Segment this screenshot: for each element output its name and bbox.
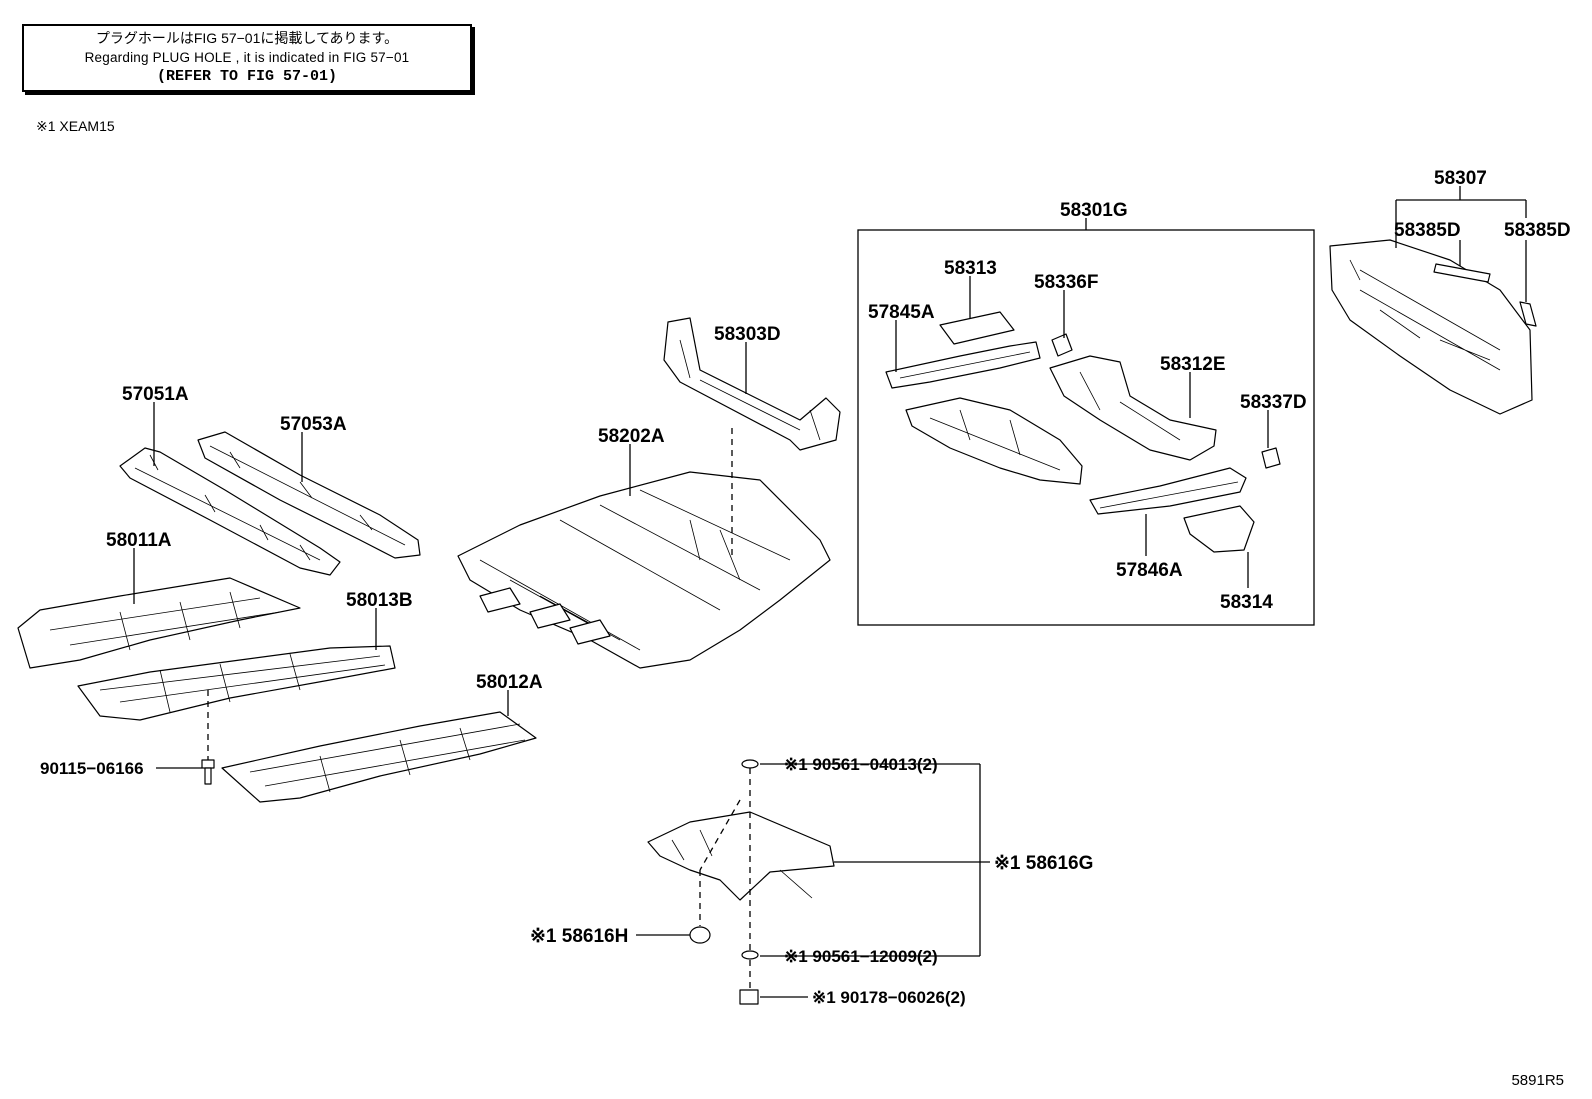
- label-57846A: 57846A: [1116, 560, 1183, 581]
- part-58385D-bracket-b-shape[interactable]: [1519, 301, 1537, 327]
- part-57846A-shape[interactable]: [1089, 467, 1247, 515]
- part-58616G-shape[interactable]: [647, 811, 835, 901]
- label-58385D-a: 58385D: [1394, 220, 1461, 241]
- label-58301G: 58301G: [1060, 200, 1128, 221]
- part-58313-shape[interactable]: [939, 311, 1015, 345]
- part-58336F-shape[interactable]: [1051, 333, 1073, 357]
- figure-code: 5891R5: [1511, 1072, 1564, 1089]
- label-90561-04013: ※1 90561−04013(2): [784, 755, 938, 774]
- model-footnote: ※1 XEAM15: [36, 118, 115, 134]
- reference-note-box: プラグホールはFIG 57−01に掲載してあります。 Regarding PLU…: [22, 24, 472, 92]
- part-58385D-bracket-a-shape[interactable]: [1433, 263, 1491, 283]
- label-57053A: 57053A: [280, 414, 347, 435]
- part-58013B-shape[interactable]: [77, 645, 396, 721]
- part-58337D-shape[interactable]: [1261, 447, 1281, 469]
- part-58012A-shape[interactable]: [221, 711, 537, 803]
- label-58011A: 58011A: [106, 530, 172, 551]
- part-58011A-shape[interactable]: [17, 577, 301, 669]
- part-58301G-floor-shape[interactable]: [905, 397, 1083, 485]
- label-58314: 58314: [1220, 592, 1273, 613]
- part-58314-shape[interactable]: [1183, 505, 1255, 553]
- note-japanese-text: プラグホールはFIG 57−01に掲載してあります。: [95, 30, 399, 46]
- part-57845A-shape[interactable]: [885, 341, 1041, 389]
- part-58616H-shape[interactable]: [689, 926, 711, 944]
- label-57051A: 57051A: [122, 384, 189, 405]
- part-90561-12009-shape[interactable]: [741, 950, 759, 960]
- install-dashed-lines: [207, 428, 751, 990]
- label-58616G: ※1 58616G: [994, 853, 1093, 874]
- part-57053A-shape[interactable]: [197, 431, 421, 559]
- note-refer-text: (REFER TO FIG 57-01): [156, 68, 338, 85]
- label-58012A: 58012A: [476, 672, 543, 693]
- part-58307-shape[interactable]: [1329, 239, 1533, 415]
- label-90115-06166: 90115−06166: [40, 759, 144, 778]
- label-58202A: 58202A: [598, 426, 665, 447]
- label-58312E: 58312E: [1160, 354, 1226, 375]
- label-58336F: 58336F: [1034, 272, 1098, 293]
- label-90561-12009: ※1 90561−12009(2): [784, 947, 938, 966]
- part-58303D-shape[interactable]: [663, 317, 841, 451]
- label-57845A: 57845A: [868, 302, 935, 323]
- part-90115-bolt-shape[interactable]: [201, 759, 215, 785]
- part-58312E-shape[interactable]: [1049, 355, 1217, 461]
- label-58337D: 58337D: [1240, 392, 1307, 413]
- leader-lines: [133, 186, 1527, 998]
- part-90561-04013-shape[interactable]: [741, 759, 759, 769]
- label-58307: 58307: [1434, 168, 1487, 189]
- label-58303D: 58303D: [714, 324, 781, 345]
- note-english-text: Regarding PLUG HOLE , it is indicated in…: [84, 50, 410, 65]
- label-90178-06026: ※1 90178−06026(2): [812, 988, 966, 1007]
- label-58385D-b: 58385D: [1504, 220, 1571, 241]
- part-90178-nut-shape[interactable]: [739, 989, 759, 1005]
- part-58202A-shape[interactable]: [457, 471, 831, 669]
- part-labels: 57051A 57053A 58011A 58013B 58012A 90115…: [40, 168, 1571, 1007]
- label-58313: 58313: [944, 258, 997, 279]
- label-58013B: 58013B: [346, 590, 413, 611]
- label-58616H: ※1 58616H: [530, 926, 628, 947]
